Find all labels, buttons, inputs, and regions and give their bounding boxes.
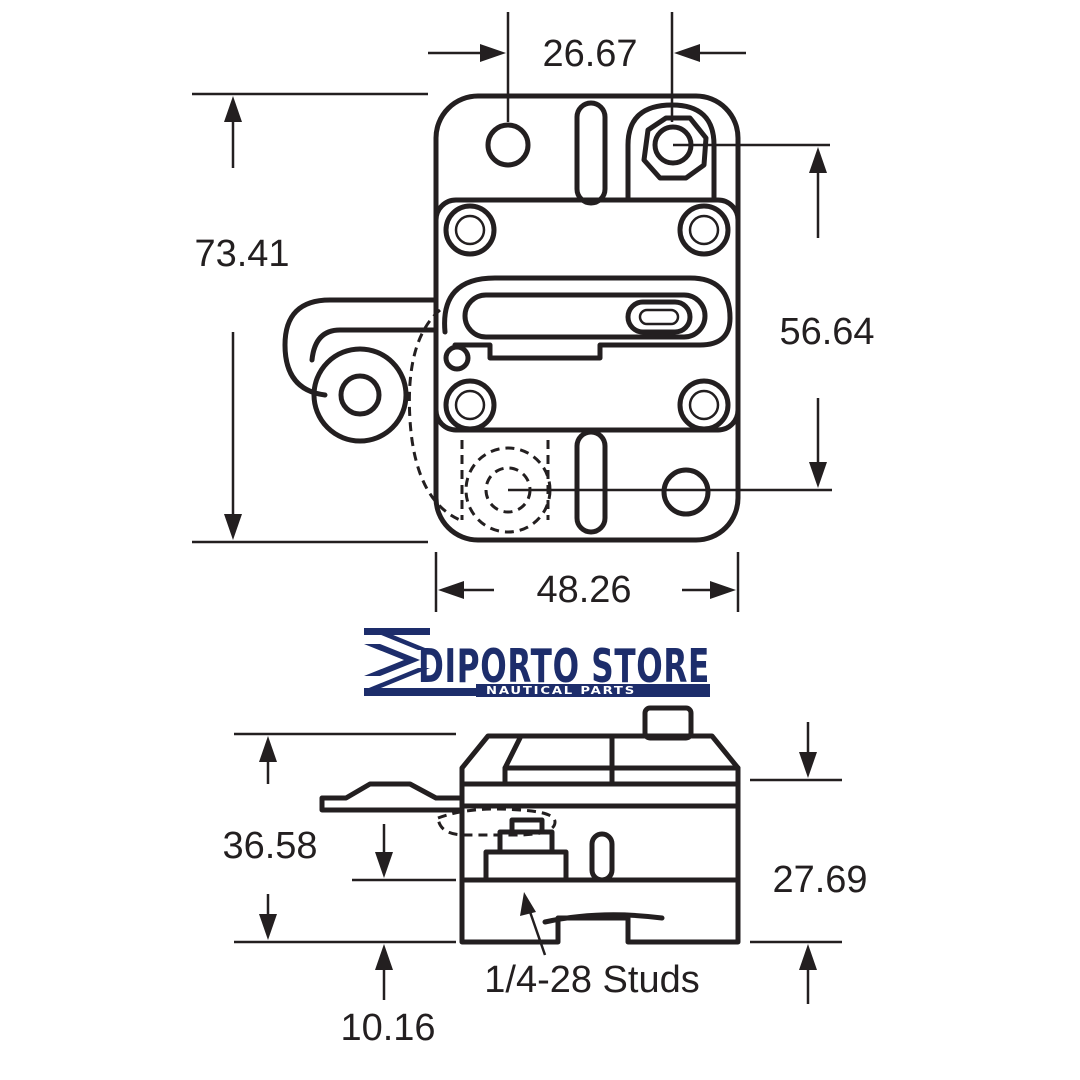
- logo-stripe-2: [364, 644, 420, 676]
- screw-bottom-left: [443, 378, 497, 432]
- slot-top: [574, 100, 608, 206]
- dimension-label-base-height: 10.16: [340, 1007, 435, 1049]
- screw-top-right: [677, 203, 731, 257]
- dimension-side-left-height: 36.58: [222, 732, 456, 944]
- screw-bottom-right: [677, 378, 731, 432]
- dimension-label-side-left-height: 36.58: [222, 825, 317, 867]
- dimension-label-side-right-height: 27.69: [772, 859, 867, 901]
- top-view: 26.67 73.41 56.64 48.2: [192, 12, 875, 612]
- dimension-bottom-width: 48.26: [434, 552, 740, 612]
- side-internal-stud: [436, 807, 569, 883]
- stud-label: 1/4-28 Studs: [484, 959, 699, 1001]
- side-middle: [459, 803, 741, 883]
- dimension-label-right-height: 56.64: [779, 311, 874, 353]
- dimension-base-height: 10.16: [340, 824, 456, 1049]
- dimension-right-height: 56.64: [779, 147, 875, 488]
- logo-tagline: NAUTICAL PARTS: [486, 684, 636, 697]
- side-view: 36.58 27.69 10.16 1/4-28 Studs: [222, 705, 868, 1049]
- logo-stripe-3: [364, 668, 430, 690]
- dimension-label-top-width: 26.67: [542, 33, 637, 75]
- side-base: [459, 877, 741, 945]
- mounting-hole-top-left: [485, 122, 531, 168]
- diporto-store-logo: DIPORTO STORE NAUTICAL PARTS: [364, 628, 710, 697]
- slot-bottom: [574, 429, 608, 535]
- logo-tagline-bar: [476, 684, 710, 697]
- dimension-side-right-height: 27.69: [750, 722, 868, 1004]
- dimension-top-width: 26.67: [428, 12, 746, 122]
- logo-bar-top: [364, 628, 430, 635]
- reset-lever: [442, 275, 733, 361]
- screw-top-left: [443, 203, 497, 257]
- mounting-hole-bottom-right: [661, 467, 711, 517]
- trip-tab: [282, 297, 471, 444]
- side-tab: [319, 781, 465, 813]
- dimension-left-height: 73.41: [192, 92, 428, 544]
- dimension-label-left-height: 73.41: [194, 233, 289, 275]
- dimension-label-bottom-width: 48.26: [536, 569, 631, 611]
- side-cover: [459, 733, 741, 787]
